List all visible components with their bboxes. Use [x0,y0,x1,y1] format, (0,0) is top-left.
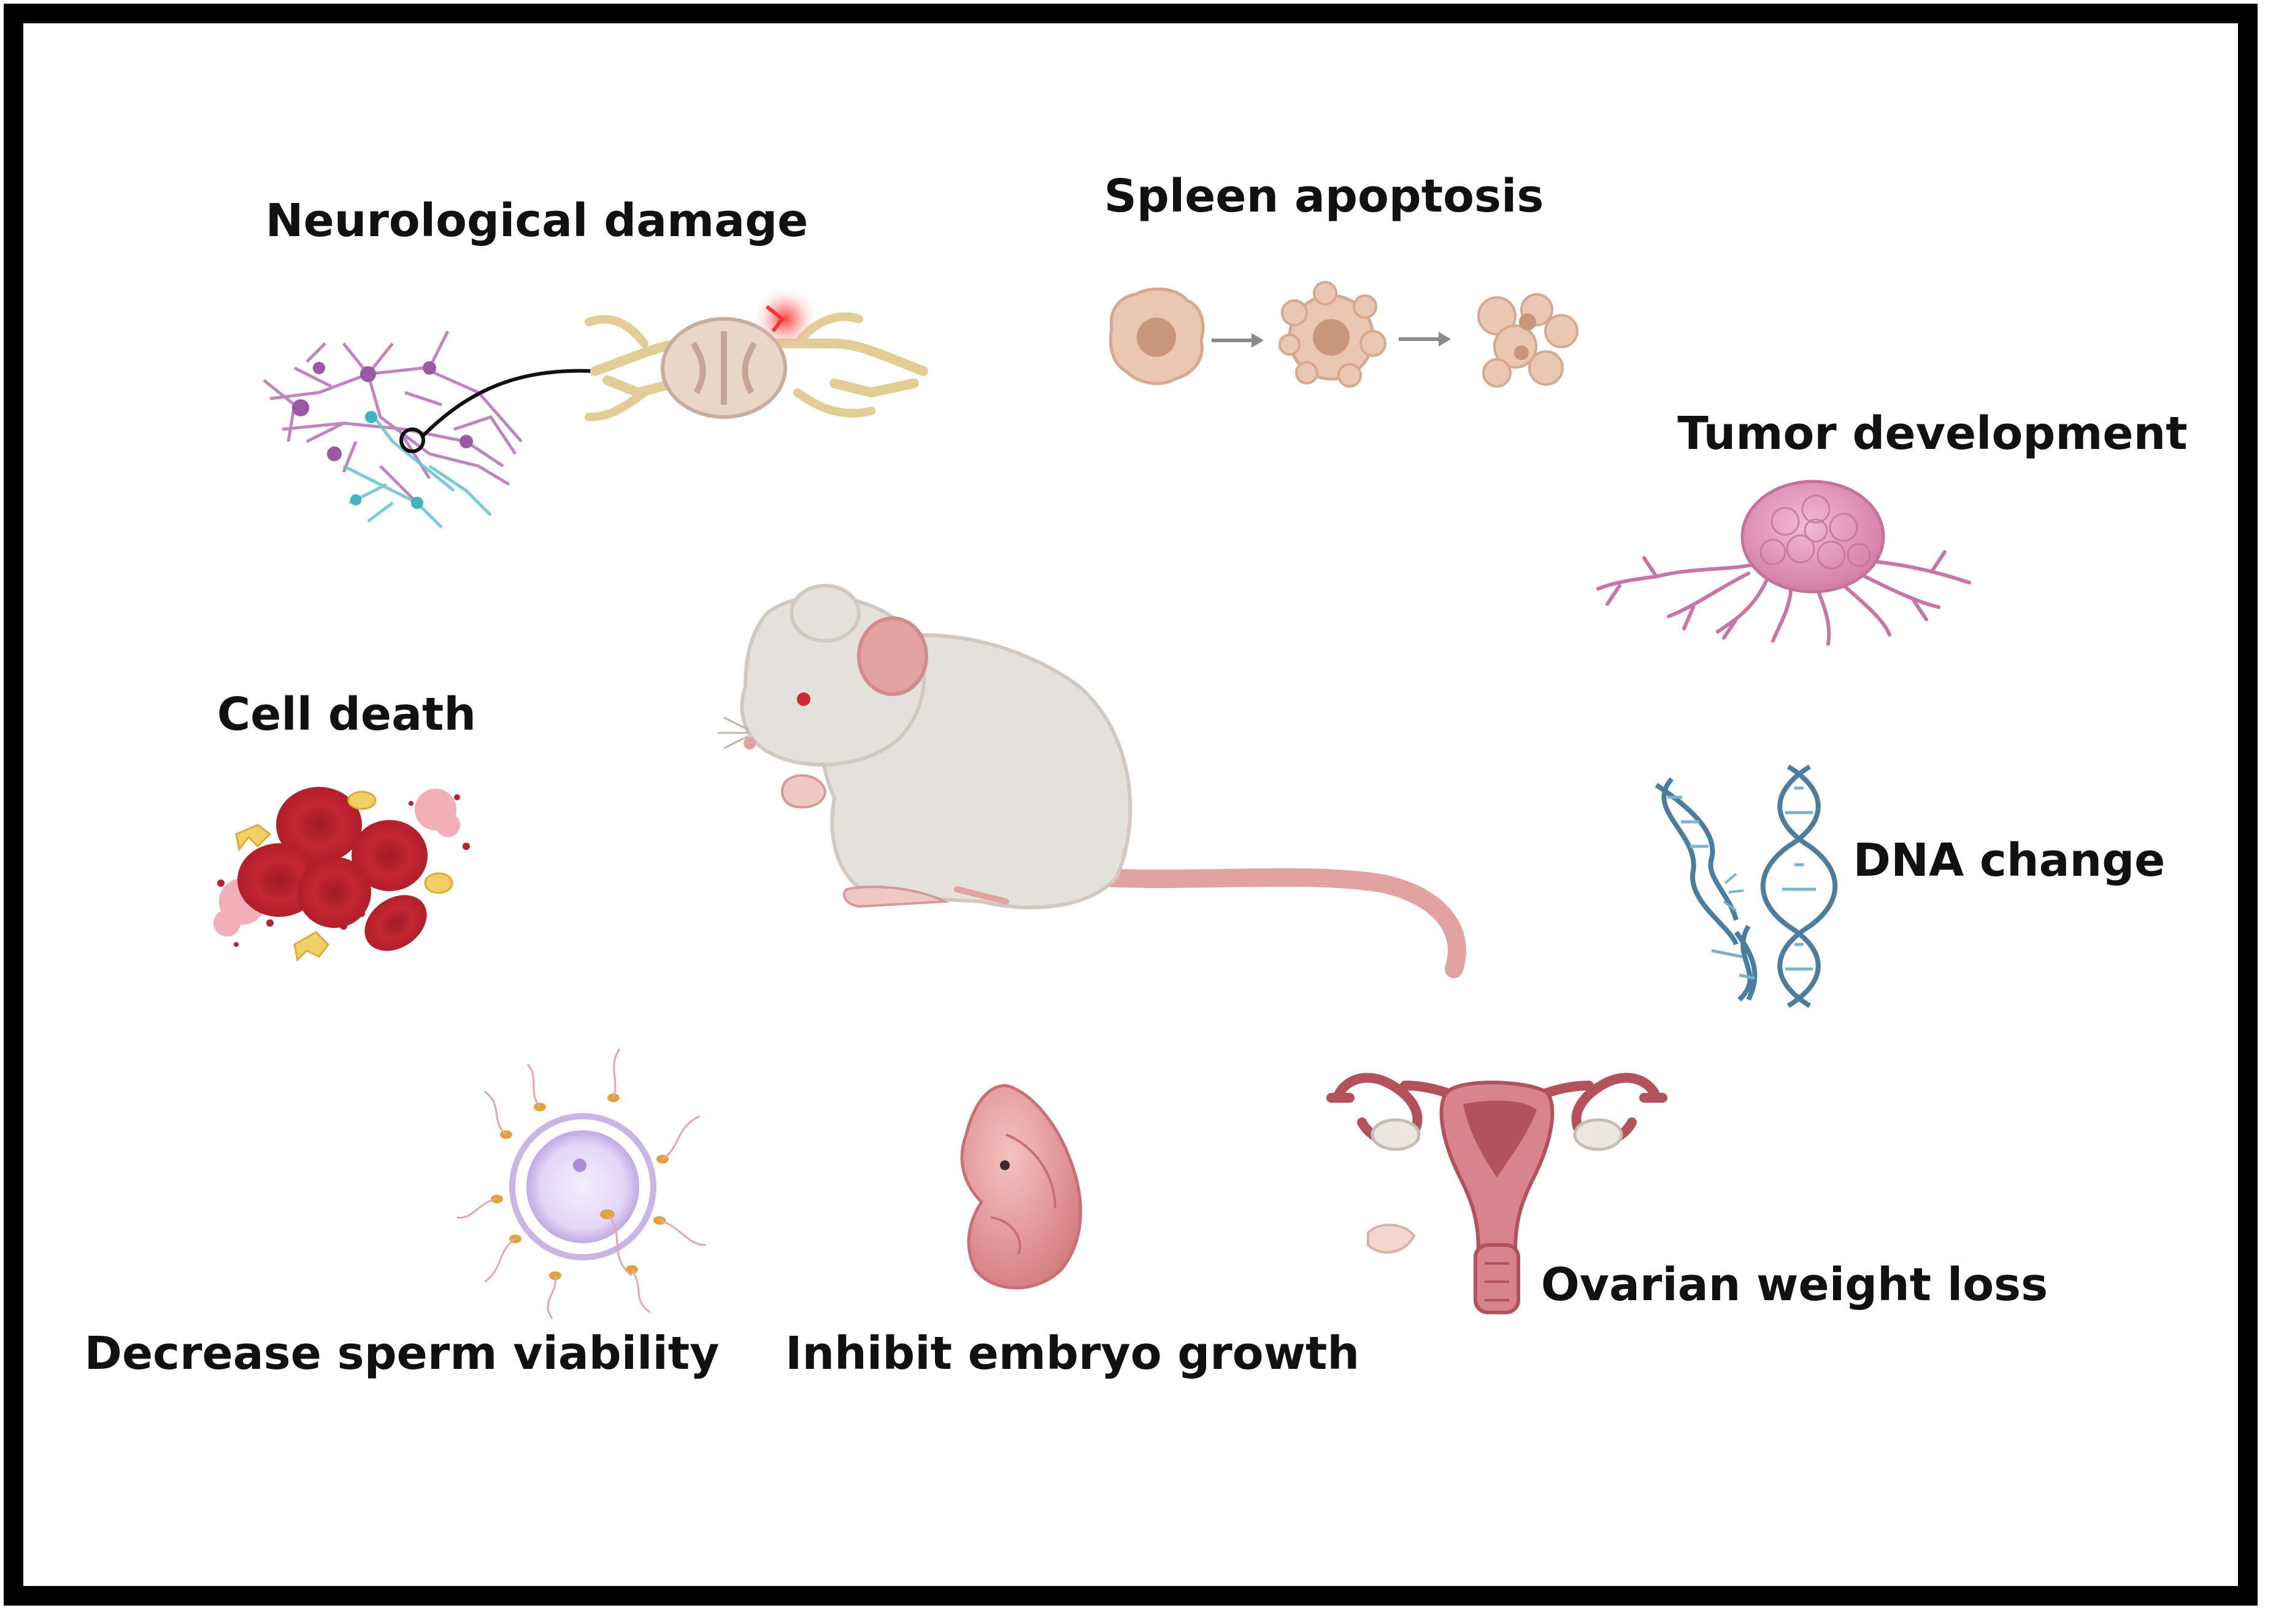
blood-cells-icon [213,787,470,962]
cell-death-label: Cell death [217,688,476,741]
sperm-viability-panel: Decrease sperm viability [85,1048,720,1380]
embryo-growth-label: Inhibit embryo growth [785,1327,1359,1380]
uterus-ovaries-icon [1326,1073,1667,1314]
ovarian-weight-label: Ovarian weight loss [1541,1258,2048,1311]
neurological-damage-label: Neurological damage [266,194,809,247]
dna-change-panel: DNA change [1655,764,2166,1008]
neurological-damage-panel: Neurological damage [263,194,928,529]
dna-change-label: DNA change [1853,834,2166,887]
dna-helix-icon [1655,764,1838,1008]
spleen-apoptosis-panel: Spleen apoptosis [1104,170,1578,388]
sperm-egg-icon [456,1048,706,1319]
ovarian-weight-panel: Ovarian weight loss [1326,1073,2048,1314]
tumor-development-label: Tumor development [1677,407,2187,460]
sperm-viability-label: Decrease sperm viability [85,1327,720,1380]
spleen-apoptosis-label: Spleen apoptosis [1104,170,1544,223]
tumor-icon [1596,480,1971,646]
neuron-spinal-cord-icon [263,285,928,529]
tumor-development-panel: Tumor development [1596,407,2188,646]
embryo-growth-panel: Inhibit embryo growth [785,1084,1359,1380]
cell-death-panel: Cell death [213,688,476,962]
apoptosis-cells-icon [1109,281,1578,388]
embryo-icon [960,1084,1082,1290]
mouse-icon [718,584,1466,978]
mouse-illustration [718,584,1466,978]
